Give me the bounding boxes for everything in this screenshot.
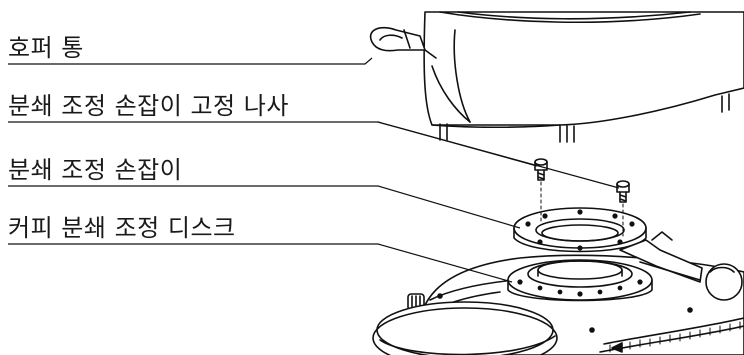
leader-line-handle	[8, 185, 521, 229]
leader-line-hopper	[8, 57, 373, 65]
handle-fixing-screws	[534, 158, 630, 203]
leader-line-disc	[8, 243, 513, 283]
label-hopper-container: 호퍼 통	[8, 34, 84, 62]
hopper-container	[369, 11, 744, 143]
grind-adjustment-disc	[507, 259, 653, 302]
label-grind-adjustment-disc: 커피 분쇄 조정 디스크	[8, 214, 236, 242]
label-grind-adjustment-handle: 분쇄 조정 손잡이	[8, 156, 183, 184]
grind-adjustment-handle	[513, 207, 743, 301]
label-handle-fixing-screw: 분쇄 조정 손잡이 고정 나사	[8, 92, 289, 120]
leader-lines	[8, 57, 620, 283]
